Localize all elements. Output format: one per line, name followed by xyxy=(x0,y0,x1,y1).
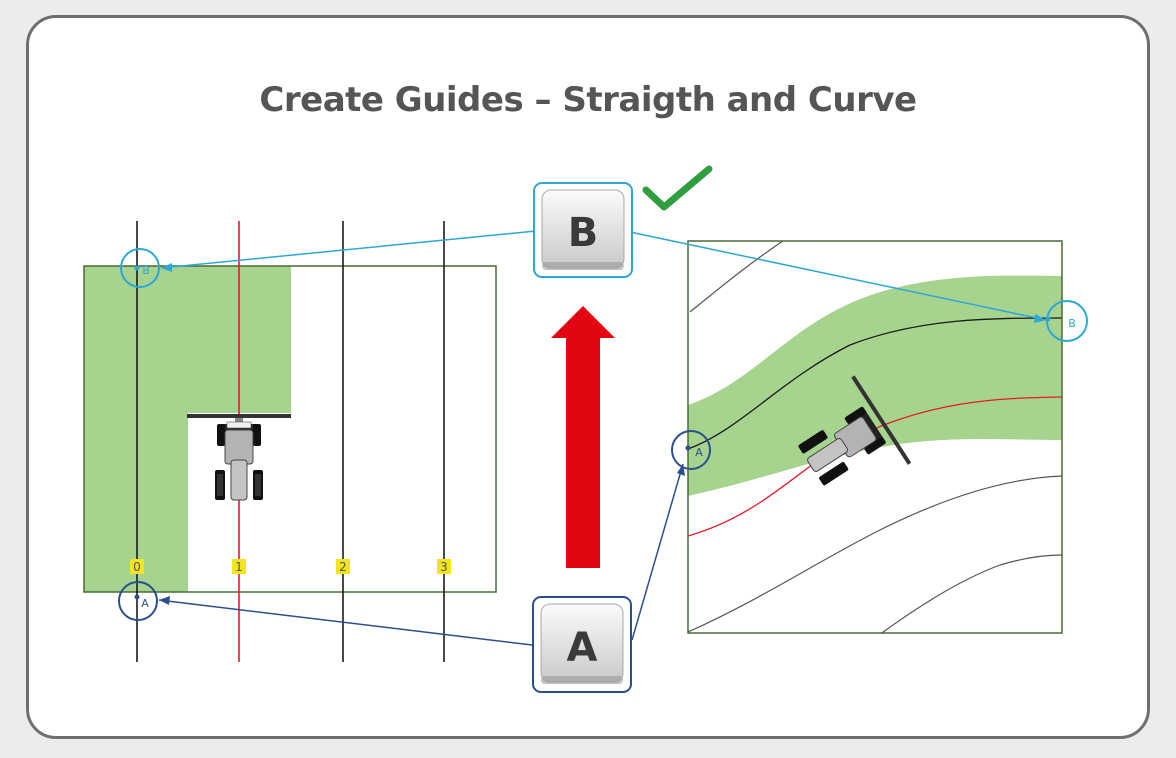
check-icon xyxy=(642,165,713,211)
straight-panel: 0 1 2 3 xyxy=(83,221,497,662)
b-button-label: B xyxy=(568,210,599,256)
curve-guide-0 xyxy=(688,317,1062,450)
lane-badge-2: 2 xyxy=(336,559,350,574)
svg-text:0: 0 xyxy=(133,560,141,574)
svg-text:3: 3 xyxy=(440,560,448,574)
lane-badge-1: 1 xyxy=(232,559,246,574)
curve-guide-2 xyxy=(688,475,1062,633)
page-title: Create Guides – Straigth and Curve xyxy=(259,80,917,120)
curve-coverage-band xyxy=(688,275,1062,496)
field-border xyxy=(83,265,497,593)
svg-text:1: 1 xyxy=(235,560,243,574)
a-button-label: A xyxy=(567,625,598,671)
connectors xyxy=(158,230,1047,646)
up-arrow-icon xyxy=(551,306,615,568)
curve-panel: A B xyxy=(671,240,1088,634)
curve-guide-3 xyxy=(880,554,1062,633)
svg-text:A: A xyxy=(695,446,703,459)
curve-point-a: A xyxy=(671,430,711,470)
svg-text:B: B xyxy=(1068,317,1076,330)
straight-point-a: A xyxy=(118,581,158,621)
curve-field-border xyxy=(687,240,1063,634)
straight-point-b: B xyxy=(120,248,160,288)
b-button[interactable]: B xyxy=(533,182,633,278)
svg-text:2: 2 xyxy=(339,560,347,574)
curve-guide-top xyxy=(689,241,784,313)
lane-badge-0: 0 xyxy=(130,559,144,574)
tractor-icon-curve xyxy=(798,375,912,486)
lane-badge-3: 3 xyxy=(437,559,451,574)
curve-point-b: B xyxy=(1045,300,1088,342)
svg-text:B: B xyxy=(142,264,150,277)
tractor-icon xyxy=(187,414,291,501)
svg-text:A: A xyxy=(141,597,149,610)
a-button[interactable]: A xyxy=(532,596,632,693)
